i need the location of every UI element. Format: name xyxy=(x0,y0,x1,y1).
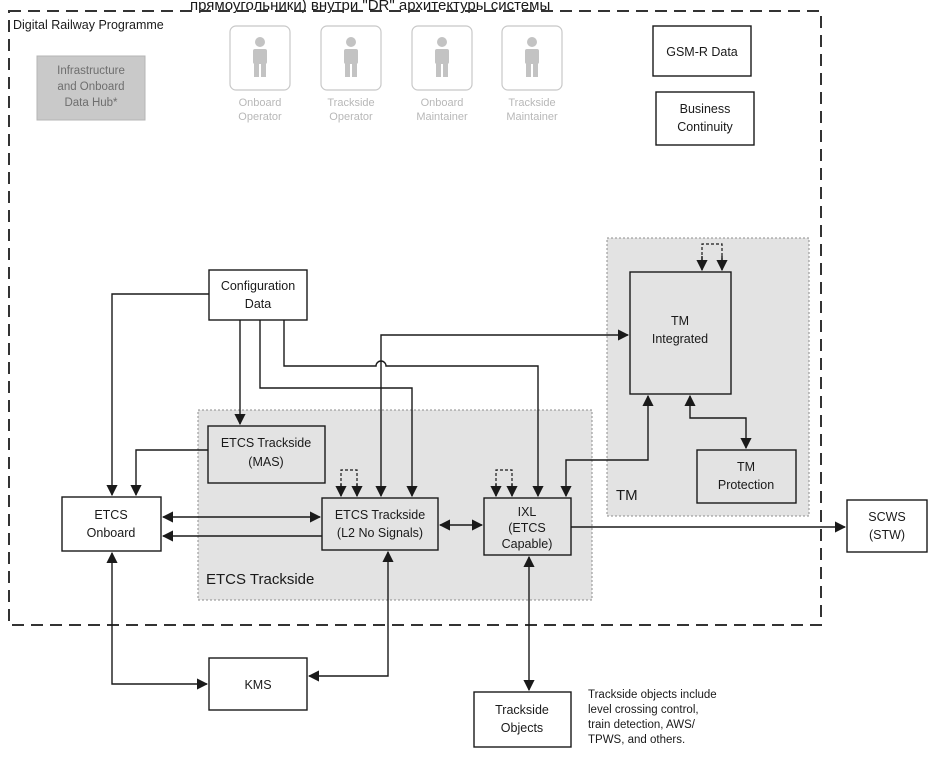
actor-label-4b: Maintainer xyxy=(506,111,558,123)
etcs-onboard-label-1: ETCS xyxy=(94,508,127,522)
arrow-onboard-kms xyxy=(106,551,209,690)
arrow-ixl-tm-integrated xyxy=(560,394,654,498)
ixl-node: IXL (ETCS Capable) xyxy=(483,497,572,556)
gsm-r-label: GSM-R Data xyxy=(666,45,738,59)
gsm-r-data-node: GSM-R Data xyxy=(652,25,752,77)
person-icon xyxy=(253,37,267,77)
actor-trackside-operator: Trackside Operator xyxy=(320,25,382,123)
actor-label-2a: Trackside xyxy=(327,97,374,109)
actor-trackside-maintainer: Trackside Maintainer xyxy=(501,25,563,123)
arrow-mas-to-onboard xyxy=(130,449,208,497)
arrow-tm-integrated-protection xyxy=(684,394,752,450)
data-hub-label-3: Data Hub* xyxy=(64,97,118,109)
tm-integrated-label-1: TM xyxy=(671,314,689,328)
etcs-trackside-l2-node: ETCS Trackside (L2 No Signals) xyxy=(321,497,439,551)
actor-onboard-maintainer: Onboard Maintainer xyxy=(411,25,473,123)
data-hub-label-2: and Onboard xyxy=(57,81,124,93)
ixl-label-2: (ETCS xyxy=(508,521,546,535)
data-hub-node: Infrastructure and Onboard Data Hub* xyxy=(36,55,146,121)
note-line-1: Trackside objects include xyxy=(588,689,717,701)
configuration-data-node: Configuration Data xyxy=(208,269,308,321)
tm-protection-label-1: TM xyxy=(737,460,755,474)
etcs-mas-label-1: ETCS Trackside xyxy=(221,436,311,450)
kms-node: KMS xyxy=(208,657,308,711)
arrow-l2-tm-integrated xyxy=(375,329,630,498)
digital-railway-frame xyxy=(8,10,822,626)
tm-protection-label-2: Protection xyxy=(718,478,774,492)
ixl-label-1: IXL xyxy=(518,505,537,519)
tm-zone-label: TM xyxy=(616,487,638,504)
self-loop-l2 xyxy=(340,469,358,496)
configuration-label-2: Data xyxy=(245,297,271,311)
note-line-2: level crossing control, xyxy=(588,704,699,716)
etcs-mas-label-2: (MAS) xyxy=(248,455,283,469)
tm-integrated-node: TM Integrated xyxy=(629,271,732,395)
trackside-objects-label-1: Trackside xyxy=(495,703,549,717)
kms-label: KMS xyxy=(244,678,271,692)
scws-label-2: (STW) xyxy=(869,528,905,542)
trackside-objects-note: Trackside objects include level crossing… xyxy=(588,689,717,746)
tm-integrated-label-2: Integrated xyxy=(652,332,708,346)
note-line-4: TPWS, and others. xyxy=(588,734,685,746)
etcs-onboard-node: ETCS Onboard xyxy=(61,496,162,552)
actor-label-3b: Maintainer xyxy=(416,111,468,123)
ixl-label-3: Capable) xyxy=(502,537,553,551)
scws-node: SCWS (STW) xyxy=(846,499,928,553)
scws-label-1: SCWS xyxy=(868,510,906,524)
arrow-config-to-onboard xyxy=(106,293,209,497)
etcs-trackside-mas-node: ETCS Trackside (MAS) xyxy=(207,425,326,484)
trackside-objects-node: Trackside Objects xyxy=(473,691,572,748)
person-icon xyxy=(525,37,539,77)
configuration-label-1: Configuration xyxy=(221,279,295,293)
etcs-onboard-label-2: Onboard xyxy=(87,526,136,540)
self-loop-ixl xyxy=(495,469,513,496)
actor-label-2b: Operator xyxy=(329,111,373,123)
arrow-kms-l2 xyxy=(307,550,394,682)
trackside-objects-label-2: Objects xyxy=(501,721,543,735)
person-icon xyxy=(344,37,358,77)
business-continuity-label-1: Business xyxy=(680,102,731,116)
tm-protection-node: TM Protection xyxy=(696,449,797,504)
data-hub-label-1: Infrastructure xyxy=(57,65,125,77)
connectors xyxy=(106,243,847,692)
actor-onboard-operator: Onboard Operator xyxy=(229,25,291,123)
business-continuity-label-2: Continuity xyxy=(677,120,733,134)
etcs-l2-label-1: ETCS Trackside xyxy=(335,508,425,522)
frame-title: Digital Railway Programme xyxy=(13,18,164,32)
actor-label-4a: Trackside xyxy=(508,97,555,109)
etcs-l2-label-2: (L2 No Signals) xyxy=(337,526,423,540)
business-continuity-node: Business Continuity xyxy=(655,91,755,146)
actor-label-1b: Operator xyxy=(238,111,282,123)
etcs-zone-label: ETCS Trackside xyxy=(206,571,314,588)
actor-label-1a: Onboard xyxy=(239,97,282,109)
note-line-3: train detection, AWS/ xyxy=(588,719,696,731)
person-icon xyxy=(435,37,449,77)
actor-label-3a: Onboard xyxy=(421,97,464,109)
